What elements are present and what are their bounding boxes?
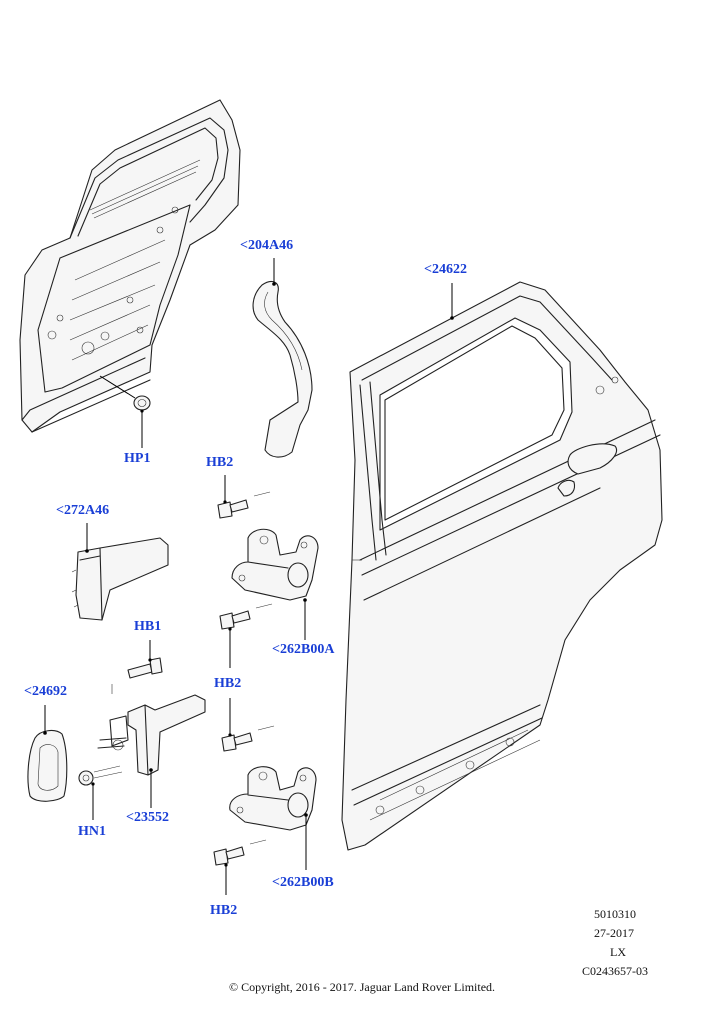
door-handle-24692 — [27, 705, 68, 802]
reference-line-4: C0243657-03 — [582, 964, 648, 978]
grommet-hp1 — [99, 375, 151, 448]
reference-line-2: 27-2017 — [594, 926, 634, 940]
upper-hinge-262b00a — [231, 528, 319, 640]
door-seal-204a46 — [252, 258, 313, 458]
callout-272a46: <272A46 — [56, 503, 110, 518]
bolt-hb2-mid-lower — [221, 698, 275, 752]
callout-23552: <23552 — [126, 810, 169, 825]
bolt-hb2-bottom — [213, 839, 267, 895]
bolt-hb2-mid-upper — [219, 603, 273, 668]
bolt-hb1 — [111, 640, 163, 694]
check-strap-cover-272a46 — [71, 523, 169, 621]
door-check-strap-23552 — [97, 694, 206, 808]
callout-hn1: HN1 — [78, 824, 106, 839]
callout-hb1: HB1 — [134, 619, 162, 634]
callout-hp1: HP1 — [124, 451, 151, 466]
callout-262b00b: <262B00B — [272, 875, 334, 890]
callout-hb2-top: HB2 — [206, 455, 234, 470]
nut-hn1 — [78, 765, 123, 820]
callout-204a46: <204A46 — [240, 238, 294, 253]
callout-24692: <24692 — [24, 684, 67, 699]
lower-hinge-262b00b — [229, 766, 317, 870]
callout-24622: <24622 — [424, 262, 467, 277]
callout-262b00a: <262B00A — [272, 642, 335, 657]
reference-line-1: 5010310 — [594, 907, 636, 921]
copyright-notice: © Copyright, 2016 - 2017. Jaguar Land Ro… — [228, 980, 496, 994]
callout-hb2-mid: HB2 — [214, 676, 242, 691]
outer-door-24622 — [341, 281, 663, 851]
callout-hb2-bottom: HB2 — [210, 903, 238, 918]
bolt-hb2-top — [217, 475, 271, 519]
door-inner-frame — [19, 99, 241, 433]
reference-line-3: LX — [610, 945, 626, 959]
